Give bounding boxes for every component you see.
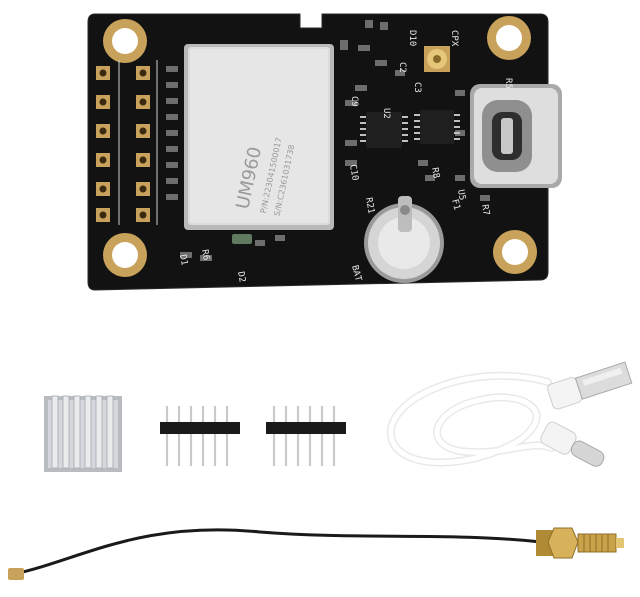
pin-header [266, 406, 346, 466]
silk-label: C10 [347, 164, 360, 182]
silk-label: F1 [449, 198, 461, 211]
silk-label: D1 [177, 254, 189, 266]
silk-label: U5 [455, 189, 467, 201]
um960-chip: UM960 P/N:223041500017 S/N:C2361031738 [184, 44, 334, 230]
ipex-plug [8, 568, 24, 580]
ic-chip [360, 112, 408, 148]
usb-cable [386, 361, 633, 467]
mounting-hole [103, 233, 147, 277]
silk-label: C9 [349, 96, 359, 107]
gnss-module-board: UM960 P/N:223041500017 S/N:C2361031738 [87, 13, 562, 291]
silk-label: R8 [429, 167, 441, 179]
silk-label: C3 [412, 82, 422, 93]
silk-label: R6 [199, 249, 211, 261]
silk-label: D2 [235, 271, 247, 283]
silk-label: CPX [449, 30, 459, 47]
silk-label: C2 [397, 62, 407, 73]
coin-battery-icon [364, 196, 444, 283]
silk-label: BAT [349, 264, 363, 283]
status-led [232, 234, 252, 244]
silk-label: R21 [363, 197, 376, 215]
silk-label: R5 [503, 78, 513, 89]
silk-label: D10 [407, 30, 417, 46]
heatsink [44, 395, 122, 472]
ipex-connector [424, 46, 450, 72]
pin-header [160, 406, 240, 466]
mounting-hole [103, 19, 147, 63]
silk-label: R7 [479, 204, 491, 216]
header-pads [96, 60, 158, 225]
mounting-hole [493, 230, 537, 274]
usb-c-port-icon [470, 84, 562, 188]
mounting-hole [487, 16, 531, 60]
sma-connector-icon [536, 527, 624, 559]
antenna-pigtail-cable [8, 528, 541, 580]
silk-label: U2 [381, 108, 391, 119]
ic-chip [414, 110, 460, 144]
